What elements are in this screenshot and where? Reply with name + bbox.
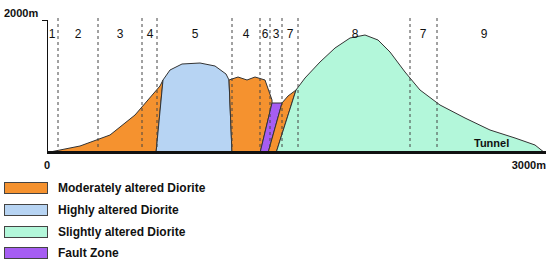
callout-number: 4 <box>147 28 154 40</box>
legend-text: Moderately altered Diorite <box>58 182 205 194</box>
legend-text: Highly altered Diorite <box>58 204 179 216</box>
callout-number: 5 <box>192 28 199 40</box>
tunnel-label: Tunnel <box>474 138 509 149</box>
tunnel-line <box>47 151 546 154</box>
high-zone <box>156 63 232 153</box>
callout-number: 2 <box>75 28 82 40</box>
legend-text: Fault Zone <box>58 247 119 259</box>
legend-swatch <box>4 182 48 194</box>
axis-tick <box>42 20 48 21</box>
callout-number: 6 <box>262 28 269 40</box>
callout-number: 9 <box>481 28 488 40</box>
callout-number: 1 <box>49 28 56 40</box>
legend-swatch <box>4 226 48 238</box>
zone-divider <box>58 18 437 150</box>
callout-number: 3 <box>117 28 124 40</box>
axis-label: 2000m <box>4 8 38 19</box>
legend-swatch <box>4 247 48 259</box>
axis-label: 3000m <box>512 160 546 171</box>
axis-line <box>47 20 48 153</box>
legend-text: Slightly altered Diorite <box>58 226 185 238</box>
callout-number: 3 <box>273 28 280 40</box>
slight-zone <box>276 35 545 153</box>
legend-swatch <box>4 204 48 216</box>
callout-number: 7 <box>420 28 427 40</box>
callout-number: 7 <box>287 28 294 40</box>
moderate-zone <box>50 80 163 153</box>
callout-number: 8 <box>352 28 359 40</box>
callout-number: 4 <box>243 28 250 40</box>
axis-label: 0 <box>44 160 50 171</box>
